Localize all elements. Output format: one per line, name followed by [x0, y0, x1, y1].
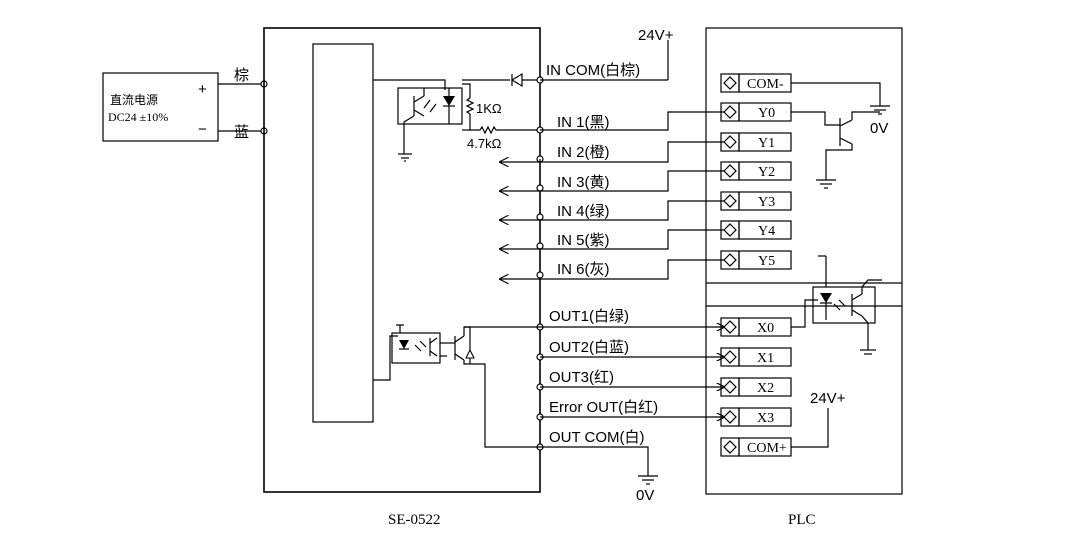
- wire-blue-label: 蓝: [234, 124, 249, 141]
- in-1-label: IN 1(黑): [557, 114, 610, 131]
- terminal-y4: Y4: [720, 220, 792, 240]
- terminal-y2-label: Y2: [758, 165, 775, 180]
- in-5-label: IN 5(紫): [557, 232, 610, 249]
- resistor-4k7-label: 4.7kΩ: [467, 136, 502, 151]
- out-com-label: OUT COM(白): [549, 429, 645, 446]
- terminal-y4-label: Y4: [758, 224, 775, 239]
- sensor-box: SE-0522: [263, 27, 541, 528]
- terminal-com-plus: COM+: [720, 437, 792, 457]
- input-resistors: 1KΩ 4.7kΩ: [462, 72, 540, 151]
- minus-sign: −: [198, 121, 207, 138]
- terminal-x2: X2: [720, 377, 792, 397]
- out-com-0v-label: 0V: [636, 487, 654, 504]
- plc-box: PLC: [705, 27, 903, 528]
- out-1-label: OUT1(白绿): [549, 308, 629, 325]
- terminal-x3-label: X3: [757, 411, 774, 426]
- terminal-y0-label: Y0: [758, 106, 775, 121]
- in-6-label: IN 6(灰): [557, 261, 610, 278]
- power-supply: 直流电源 DC24 ±10% + − 棕 蓝: [102, 67, 268, 142]
- terminal-x0: X0: [720, 317, 792, 337]
- plc-input-terminals: X0 X1 X2 X3 COM+ 24V+: [720, 255, 882, 457]
- plc-0v-label: 0V: [870, 120, 888, 137]
- in-4-label: IN 4(绿): [557, 203, 610, 220]
- terminal-y1-label: Y1: [758, 136, 775, 151]
- terminal-y1: Y1: [720, 132, 792, 152]
- sensor-name: SE-0522: [388, 512, 441, 528]
- terminal-y3: Y3: [720, 191, 792, 211]
- error-out-label: Error OUT(白红): [549, 399, 658, 416]
- terminal-x0-label: X0: [757, 321, 774, 336]
- terminal-x1: X1: [720, 347, 792, 367]
- terminal-com-minus-label: COM-: [747, 77, 784, 92]
- input-optocoupler: [373, 79, 463, 162]
- output-optocoupler: [373, 324, 540, 448]
- terminal-com-minus: COM-: [720, 73, 792, 93]
- plc-output-terminals: COM- Y0 Y1 Y2 Y3: [720, 73, 890, 270]
- terminal-x3: X3: [720, 407, 792, 427]
- in-2-label: IN 2(橙): [557, 144, 610, 161]
- in-com-supply-label: 24V+: [638, 27, 674, 44]
- resistor-1k-label: 1KΩ: [476, 101, 502, 116]
- out-2-label: OUT2(白蓝): [549, 339, 629, 356]
- terminal-y5-label: Y5: [758, 254, 775, 269]
- plc-24v-label: 24V+: [810, 390, 846, 407]
- terminal-y2: Y2: [720, 161, 792, 181]
- terminal-x2-label: X2: [757, 381, 774, 396]
- power-supply-spec: DC24 ±10%: [108, 110, 168, 124]
- out-3-label: OUT3(红): [549, 369, 614, 386]
- terminal-y0: Y0: [720, 102, 792, 122]
- terminal-y5: Y5: [720, 250, 792, 270]
- sensor-terminals: 24V+ IN COM(白棕) IN 1(黑) IN 2(橙) IN 3(黄) …: [500, 27, 725, 504]
- plc-name: PLC: [788, 512, 816, 528]
- in-com-label: IN COM(白棕): [546, 62, 640, 79]
- power-supply-label: 直流电源: [110, 93, 158, 107]
- in-3-label: IN 3(黄): [557, 174, 610, 191]
- terminal-x1-label: X1: [757, 351, 774, 366]
- terminal-y3-label: Y3: [758, 195, 775, 210]
- terminal-com-plus-label: COM+: [747, 441, 787, 456]
- wire-brown-label: 棕: [234, 67, 249, 84]
- plus-sign: +: [198, 81, 207, 98]
